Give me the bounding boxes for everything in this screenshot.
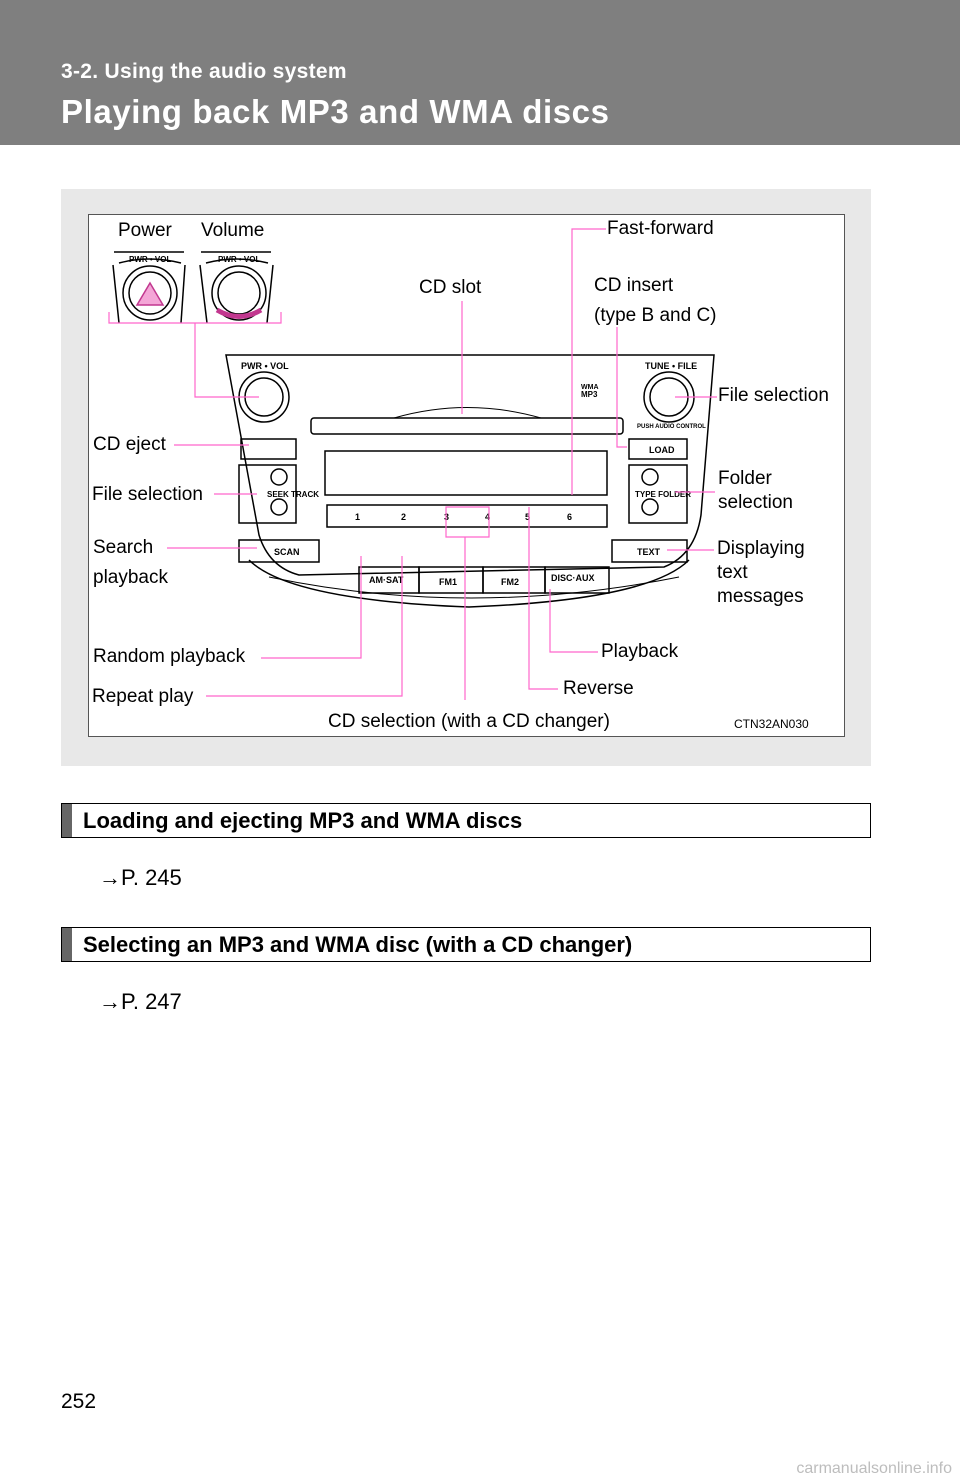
heading-accent-bar [62, 928, 72, 961]
page-header: 3-2. Using the audio system Playing back… [0, 0, 960, 145]
unit-type-folder-label: TYPE FOLDER [635, 490, 691, 499]
unit-seek-track-label: SEEK TRACK [267, 490, 319, 499]
page-reference-link[interactable]: →P. 245 [99, 865, 182, 890]
figure-code: CTN32AN030 [734, 717, 809, 731]
label-reverse: Reverse [563, 678, 634, 699]
unit-disc-aux-label: DISC·AUX [551, 573, 595, 583]
label-fast-forward: Fast-forward [607, 218, 714, 239]
unit-tune-file-label: TUNE • FILE [645, 361, 697, 371]
label-search-playback-2: playback [93, 567, 168, 588]
unit-push-audio-control-label: PUSH AUDIO CONTROL [637, 424, 706, 430]
label-cd-eject: CD eject [93, 434, 166, 455]
label-cd-selection: CD selection (with a CD changer) [328, 711, 610, 732]
label-search-playback-1: Search [93, 537, 154, 558]
page-number: 252 [61, 1390, 97, 1413]
unit-scan-label: SCAN [274, 547, 300, 557]
preset-2: 2 [401, 512, 406, 522]
unit-text-label: TEXT [637, 547, 661, 557]
label-file-selection-right: File selection [718, 385, 829, 406]
label-repeat-play: Repeat play [92, 686, 194, 707]
preset-1: 1 [355, 512, 360, 522]
audio-unit-drawing: PWR • VOL PWR • VOL [108, 228, 717, 700]
inset-pwr-label-2: PWR • VOL [218, 255, 260, 264]
label-cd-insert: CD insert [594, 275, 674, 296]
audio-unit-figure: PWR • VOL PWR • VOL [88, 214, 845, 737]
head-unit [225, 354, 715, 608]
unit-pwr-vol-label: PWR • VOL [241, 361, 289, 371]
preset-6: 6 [567, 512, 572, 522]
label-file-selection-left: File selection [92, 484, 203, 505]
label-volume: Volume [201, 220, 265, 241]
unit-load-label: LOAD [649, 445, 675, 455]
preset-4: 4 [485, 512, 490, 522]
label-cd-insert-note: (type B and C) [594, 305, 717, 326]
preset-5: 5 [525, 512, 530, 522]
unit-wma-label: WMA [581, 384, 599, 391]
label-power: Power [118, 220, 172, 241]
section-heading-selecting: Selecting an MP3 and WMA disc (with a CD… [61, 927, 871, 962]
section-label: 3-2. Using the audio system [61, 60, 347, 83]
section-heading-text: Loading and ejecting MP3 and WMA discs [83, 808, 523, 833]
inset-pwr-label-1: PWR • VOL [129, 255, 171, 264]
unit-fm1-label: FM1 [439, 577, 457, 587]
unit-am-sat-label: AM·SAT [369, 575, 404, 585]
label-displaying-text: Displaying text messages [717, 538, 805, 607]
heading-accent-bar [62, 804, 72, 837]
unit-fm2-label: FM2 [501, 577, 519, 587]
label-random-playback: Random playback [93, 646, 246, 667]
section-heading-loading: Loading and ejecting MP3 and WMA discs [61, 803, 871, 838]
volume-knob-inset [199, 251, 274, 324]
label-folder-selection: Folder selection [718, 468, 793, 513]
watermark: carmanualsonline.info [796, 1460, 952, 1477]
unit-mp3-label: MP3 [581, 390, 598, 399]
callout-lines [108, 228, 717, 700]
label-playback: Playback [601, 641, 679, 662]
page-reference-link[interactable]: →P. 247 [99, 989, 182, 1014]
power-knob-inset [112, 251, 186, 324]
section-heading-text: Selecting an MP3 and WMA disc (with a CD… [83, 932, 633, 957]
label-cd-slot: CD slot [419, 277, 482, 298]
page-title: Playing back MP3 and WMA discs [61, 93, 610, 130]
